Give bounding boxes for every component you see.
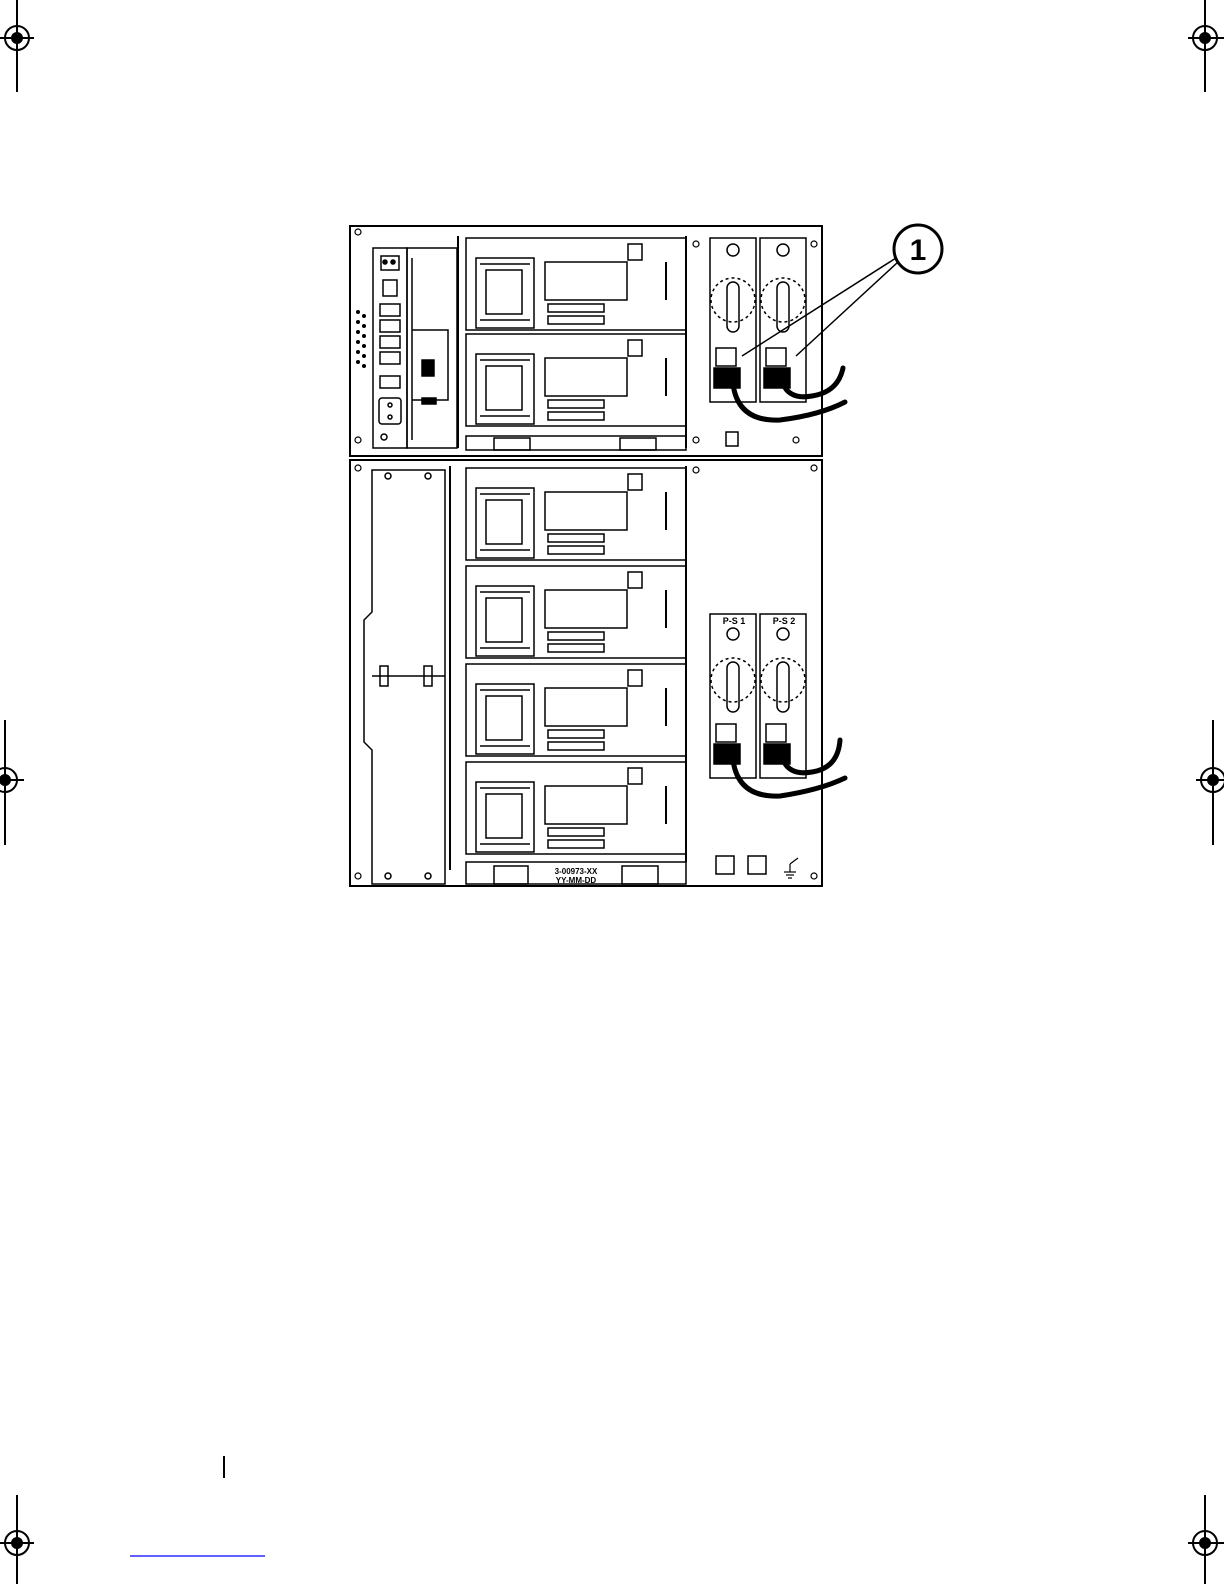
tape-drive-6 (466, 762, 686, 854)
power-supply-top-1 (710, 238, 756, 402)
ground-symbol-icon (784, 858, 798, 878)
power-cables (733, 368, 845, 796)
tape-drive-2 (466, 334, 686, 426)
ps2-label: P-S 2 (773, 616, 796, 626)
ps1-label: P-S 1 (723, 616, 746, 626)
tape-drive-5 (466, 664, 686, 756)
library-control-module (373, 248, 457, 448)
library-chassis (350, 226, 822, 886)
lower-module-handles (466, 856, 766, 884)
crop-mark-mid-right (1196, 720, 1224, 845)
power-supply-bottom-2 (760, 614, 806, 778)
callout-number: 1 (910, 234, 927, 267)
tape-drive-4 (466, 566, 686, 658)
power-supply-bottom-1 (710, 614, 756, 778)
expansion-cover-panel (364, 470, 445, 884)
tape-drive-3 (466, 468, 686, 560)
drive-side-rails (450, 236, 686, 870)
date-code-label: YY-MM-DD (556, 876, 597, 885)
tape-drive-1 (466, 238, 686, 330)
crop-mark-bottom-left (0, 1495, 34, 1584)
crop-mark-mid-left (0, 720, 24, 845)
part-number-label: 3-00973-XX (555, 867, 598, 876)
connector-pin-strip (356, 310, 366, 368)
callout-1: 1 (742, 225, 942, 356)
upper-module-handles (466, 432, 738, 450)
crop-mark-bottom-right (1188, 1495, 1224, 1584)
crop-mark-top-left (0, 0, 34, 92)
crop-mark-top-right (1188, 0, 1224, 92)
